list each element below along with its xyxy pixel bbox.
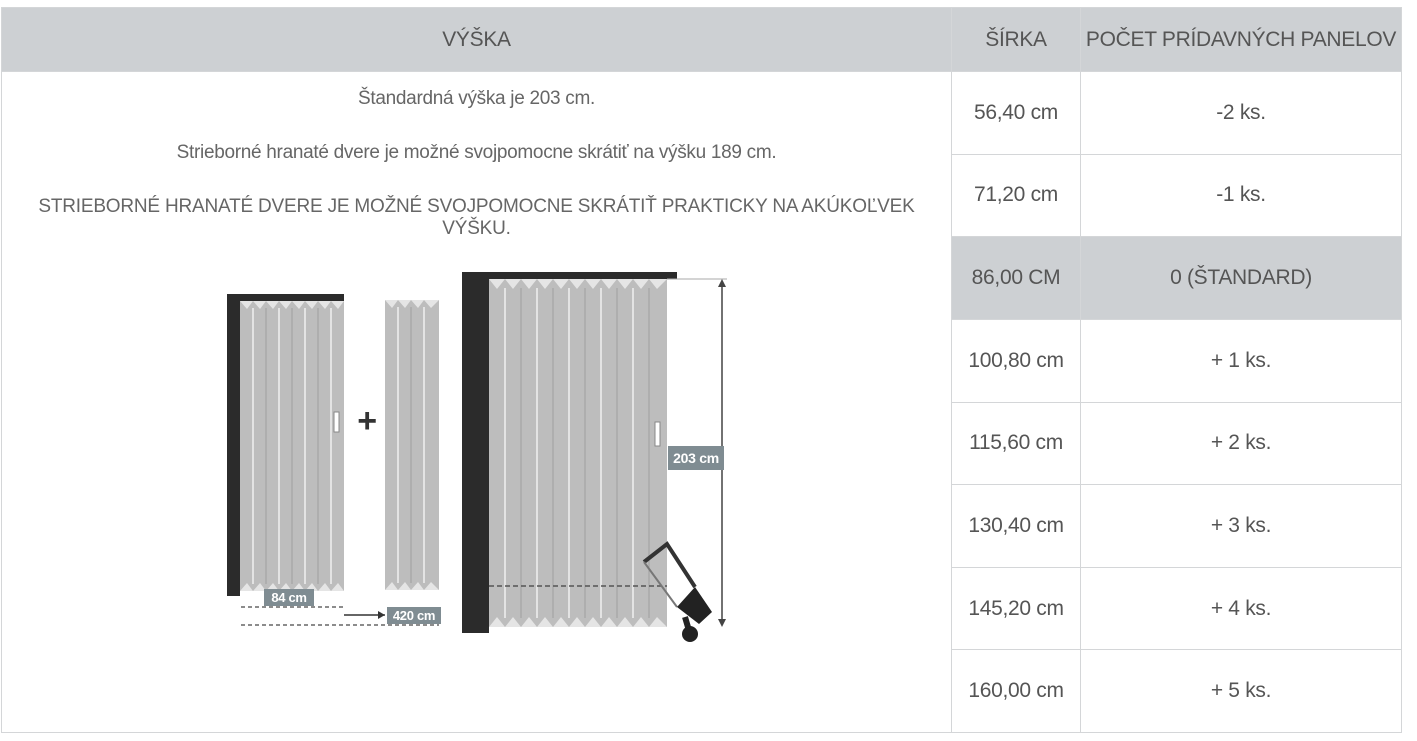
width-cell: 145,20 cm <box>951 566 1081 651</box>
width-cell: 71,20 cm <box>951 153 1081 238</box>
panels-cell: + 3 ks. <box>1080 484 1402 568</box>
panels-cell: -1 ks. <box>1080 153 1402 238</box>
folding-door-icon <box>227 294 344 596</box>
extra-panel-icon <box>385 300 439 590</box>
plus-sign: + <box>357 402 377 440</box>
width-cell: 130,40 cm <box>951 484 1081 568</box>
panels-cell: + 4 ks. <box>1080 566 1402 651</box>
panels-cell-standard: 0 (ŠTANDARD) <box>1080 236 1402 320</box>
width-cell: 100,80 cm <box>951 318 1081 403</box>
standard-height-text: Štandardná výška je 203 cm. <box>358 88 595 109</box>
table-row: Štandardná výška je 203 cm. Strieborné h… <box>1 71 1402 733</box>
width-cell-standard: 86,00 CM <box>951 236 1081 320</box>
any-height-text: STRIEBORNÉ HRANATÉ DVERE JE MOŽNÉ SVOJPO… <box>38 196 915 239</box>
width-cell: 160,00 cm <box>951 649 1081 733</box>
door-illustration: + 84 cm <box>227 272 727 642</box>
width-cell: 56,40 cm <box>951 71 1081 155</box>
panels-cell: -2 ks. <box>1080 71 1402 155</box>
header-width: ŠÍRKA <box>951 7 1081 72</box>
height-description-cell: Štandardná výška je 203 cm. Strieborné h… <box>1 71 952 733</box>
table-header-row: VÝŠKA ŠÍRKA POČET PRÍDAVNÝCH PANELOV <box>1 7 1402 72</box>
width-label: 84 cm <box>271 590 306 605</box>
table-row-standard: 86,00 CM 0 (ŠTANDARD) <box>2 236 1402 320</box>
tall-folding-door-icon <box>462 272 677 633</box>
size-table: VÝŠKA ŠÍRKA POČET PRÍDAVNÝCH PANELOV Šta… <box>1 7 1402 733</box>
header-panels: POČET PRÍDAVNÝCH PANELOV <box>1080 7 1402 72</box>
table-row: 115,60 cm + 2 ks. <box>2 401 1402 486</box>
height-label: 203 cm <box>673 450 719 466</box>
hacksaw-icon <box>642 541 712 642</box>
panels-cell: + 1 ks. <box>1080 318 1402 403</box>
table-row: 160,00 cm + 5 ks. <box>2 649 1402 733</box>
shorten-height-text: Strieborné hranaté dvere je možné svojpo… <box>176 142 777 163</box>
header-height: VÝŠKA <box>1 7 952 72</box>
panel-label: 420 cm <box>393 608 435 623</box>
table-row: 145,20 cm + 4 ks. <box>2 566 1402 651</box>
panels-cell: + 5 ks. <box>1080 649 1402 733</box>
panels-cell: + 2 ks. <box>1080 401 1402 486</box>
width-cell: 115,60 cm <box>951 401 1081 486</box>
